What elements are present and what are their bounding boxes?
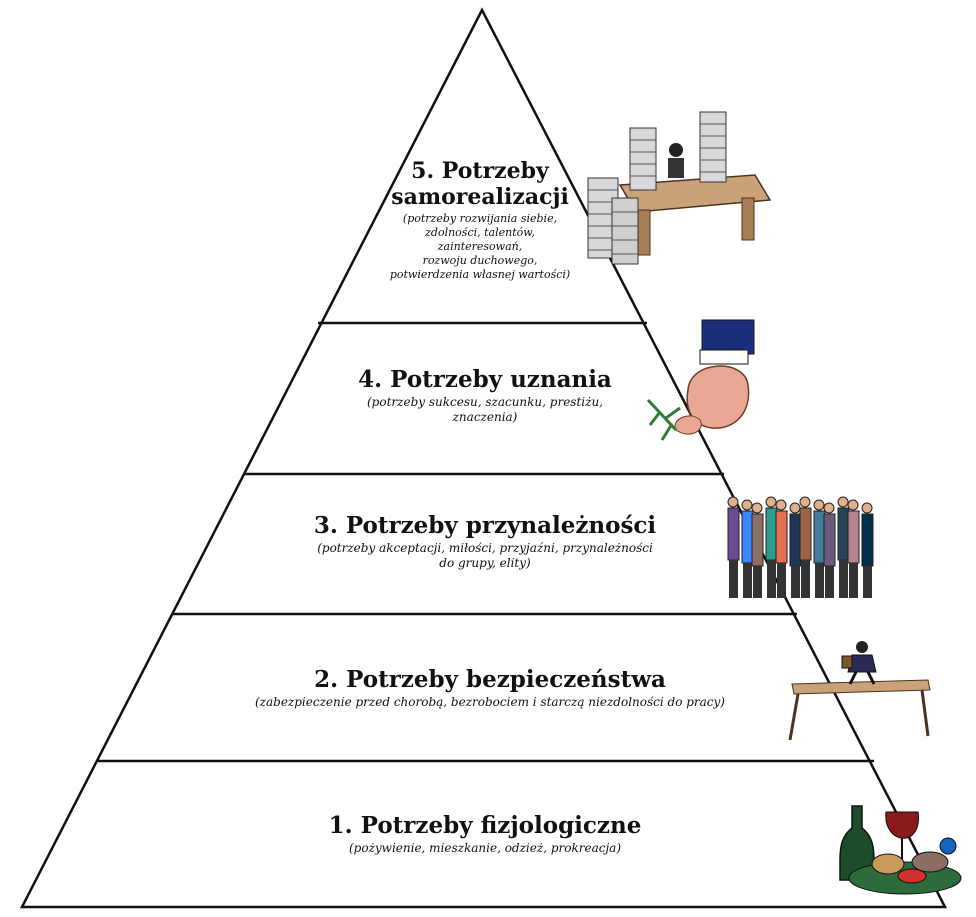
person-body (823, 513, 836, 567)
person-body (847, 510, 860, 564)
person-head (751, 502, 763, 514)
level-5-label: 5. Potrzeby samorealizacji (potrzeby roz… (362, 158, 598, 282)
wine-and-food-illustration (839, 805, 962, 895)
person-legs (729, 560, 738, 598)
person-legs (791, 566, 800, 598)
person-on-table-illustration (788, 641, 931, 741)
person-head (775, 499, 787, 511)
person-head (765, 496, 777, 508)
person-head (813, 499, 825, 511)
person-legs (849, 563, 858, 598)
level-2-label: 2. Potrzeby bezpieczeństwa (zabezpieczen… (170, 666, 810, 710)
person-legs (825, 566, 834, 598)
person-body (751, 513, 764, 567)
person-head (789, 502, 801, 514)
level-3-label: 3. Potrzeby przynależności (potrzeby akc… (240, 512, 730, 571)
person-head (823, 502, 835, 514)
level-2-description: (zabezpieczenie przed chorobą, bezroboci… (170, 695, 810, 710)
level-1-title: 1. Potrzeby fizjologiczne (328, 812, 642, 839)
person-body (741, 510, 754, 564)
person-head (861, 502, 873, 514)
person-head (799, 496, 811, 508)
level-3-description: (potrzeby akceptacji, miłości, przyjaźni… (240, 541, 730, 571)
level-5-title-line1: 5. Potrzeby (411, 158, 549, 184)
level-4-title: 4. Potrzeby uznania (358, 366, 612, 393)
person-legs (815, 563, 824, 598)
person-body (799, 507, 812, 561)
person-legs (839, 560, 848, 598)
level-4-desc-line: znaczenia) (452, 410, 518, 424)
person-legs (863, 566, 872, 598)
person-body (789, 513, 802, 567)
level-5-title: 5. Potrzeby samorealizacji (362, 158, 598, 210)
level-4-label: 4. Potrzeby uznania (potrzeby sukcesu, s… (300, 366, 670, 425)
person-body (765, 507, 778, 561)
level-5-description: (potrzeby rozwijania siebie, zdolności, … (362, 212, 598, 282)
level-5-desc-line: zdolności, talentów, (425, 226, 535, 239)
person-legs (767, 560, 776, 598)
group-of-people-illustration (727, 496, 874, 598)
level-5-desc-line: (potrzeby rozwijania siebie, (402, 212, 558, 225)
level-5-title-line2: samorealizacji (391, 184, 569, 210)
person-head (837, 496, 849, 508)
person-head (741, 499, 753, 511)
level-2-title: 2. Potrzeby bezpieczeństwa (314, 666, 666, 693)
desk-with-papers-illustration (587, 111, 772, 265)
level-3-title: 3. Potrzeby przynależności (313, 512, 657, 539)
person-body (775, 510, 788, 564)
hand-with-leaf-illustration (646, 319, 755, 441)
level-4-desc-line: (potrzeby sukcesu, szacunku, prestiżu, (367, 395, 603, 409)
level-1-label: 1. Potrzeby fizjologiczne (pożywienie, m… (230, 812, 740, 856)
person-legs (777, 563, 786, 598)
person-body (837, 507, 850, 561)
pyramid-outline (19, 7, 948, 909)
level-3-desc-line: (potrzeby akceptacji, miłości, przyjaźni… (317, 541, 653, 555)
level-1-desc-line: (pożywienie, mieszkanie, odzież, prokrea… (348, 841, 622, 855)
level-5-desc-line: potwierdzenia własnej wartości) (389, 268, 571, 281)
person-body (813, 510, 826, 564)
person-legs (801, 560, 810, 598)
level-3-desc-line: do grupy, elity) (439, 556, 531, 570)
person-head (727, 496, 739, 508)
level-5-desc-line: zainteresowań, (437, 240, 523, 253)
level-1-description: (pożywienie, mieszkanie, odzież, prokrea… (230, 841, 740, 856)
person-legs (743, 563, 752, 598)
person-body (861, 513, 874, 567)
person-head (847, 499, 859, 511)
person-legs (753, 566, 762, 598)
level-4-description: (potrzeby sukcesu, szacunku, prestiżu, z… (300, 395, 670, 425)
level-2-desc-line: (zabezpieczenie przed chorobą, bezroboci… (254, 695, 725, 709)
level-5-desc-line: rozwoju duchowego, (422, 254, 538, 267)
